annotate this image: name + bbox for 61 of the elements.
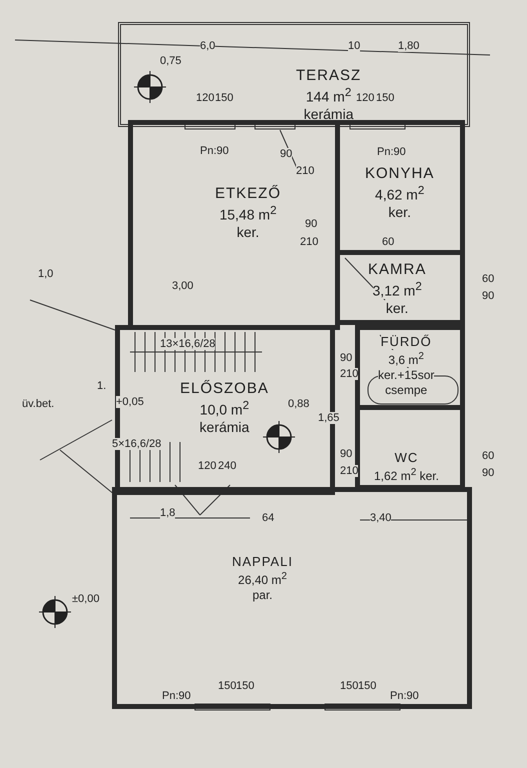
dimension-label: 150 xyxy=(215,92,234,104)
dimension-label: +0,05 xyxy=(116,396,144,408)
dimension-label: 210 xyxy=(296,165,314,177)
dimension-label: 120 xyxy=(356,92,374,104)
floor-material: ker. xyxy=(236,224,260,240)
dimension-label: 1,0 xyxy=(38,268,54,280)
dimension-label: 60 xyxy=(482,273,494,285)
dimension-label: 3,40 xyxy=(370,512,392,524)
dimension-label: 90 xyxy=(305,218,318,230)
dimension-label: 0,75 xyxy=(160,55,182,67)
room-area: 1,62 m$^{2}$ ker. xyxy=(374,466,439,483)
room-area: 3,12 m$^{2}$ xyxy=(372,279,422,299)
dimension-label: Pn:90 xyxy=(162,690,191,702)
dimension-label: 90 xyxy=(280,148,292,160)
dimension-label: 13×16,6/28 xyxy=(160,338,216,350)
room-outline xyxy=(112,487,472,709)
room-area: 3,6 m$^{2}$ xyxy=(388,350,424,367)
room-name: NAPPALI xyxy=(232,554,293,569)
dimension-label: 0,88 xyxy=(288,398,310,410)
room-area: 4,62 m$^{2}$ xyxy=(375,183,424,203)
dimension-label: 64 xyxy=(262,512,274,524)
floor-material: ker. xyxy=(388,204,411,220)
room-area: 15,48 m$^{2}$ xyxy=(219,203,277,223)
dimension-label: 6,0 xyxy=(200,40,216,52)
dimension-label: Pn:90 xyxy=(200,145,229,157)
dimension-label: 210 xyxy=(340,368,358,380)
dimension-label: 150 xyxy=(358,680,376,692)
dimension-label: 3,00 xyxy=(172,280,194,292)
dimension-label: 150 xyxy=(340,680,358,692)
dimension-label: Pn:90 xyxy=(390,690,419,702)
room-area: 26,40 m$^{2}$ xyxy=(238,570,287,587)
room-name: FÜRDŐ xyxy=(380,334,432,349)
dimension-label: 1,8 xyxy=(160,507,176,519)
dimension-label: 1. xyxy=(97,380,106,392)
dimension-label: Pn:90 xyxy=(377,146,406,158)
floor-material: kerámia xyxy=(304,106,354,122)
dimension-label: ±0,00 xyxy=(72,593,100,605)
dimension-label: 150 xyxy=(376,92,394,104)
floor-material: ker. xyxy=(386,300,408,316)
dimension-label: 1,80 xyxy=(398,40,420,52)
room-name: WC xyxy=(394,450,418,465)
room-area: 10,0 m$^{2}$ xyxy=(200,398,250,418)
dimension-label: 150 xyxy=(218,680,236,692)
dimension-label: 10 xyxy=(348,40,360,52)
dimension-label: 210 xyxy=(340,465,358,477)
floor-material: kerámia xyxy=(200,418,250,435)
dimension-label: 240 xyxy=(218,460,236,472)
dimension-label: 210 xyxy=(300,236,318,248)
dimension-label: 60 xyxy=(482,450,494,462)
dimension-label: 90 xyxy=(482,290,494,302)
dimension-label: 5×16,6/28 xyxy=(112,438,162,450)
dimension-label: 120 xyxy=(196,92,214,104)
dimension-label: 120 xyxy=(198,460,216,472)
dimension-label: üv.bet. xyxy=(22,398,54,410)
dimension-label: 150 xyxy=(236,680,254,692)
dimension-label: 90 xyxy=(340,352,352,364)
floor-material: ker.+15sor xyxy=(378,368,434,382)
dimension-label: 1,65 xyxy=(318,412,340,424)
dimension-label: 90 xyxy=(340,448,352,460)
dimension-label: 90 xyxy=(482,467,494,479)
dimension-label: 60 xyxy=(382,236,394,248)
